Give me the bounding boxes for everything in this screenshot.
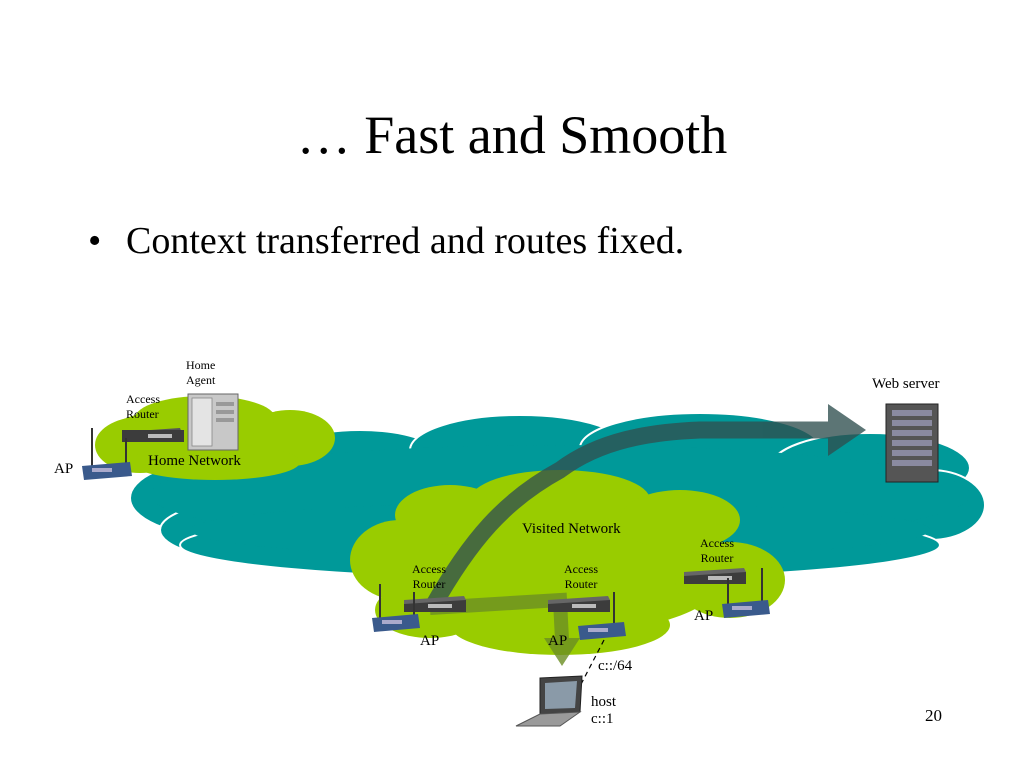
page-number: 20 <box>925 706 942 725</box>
home-network-label: Home Network <box>148 453 241 469</box>
home-router-label-line1: Access <box>126 392 160 406</box>
router-right-label-line2: Router <box>700 551 734 565</box>
ap-mid-icon <box>578 592 626 640</box>
visited-router-mid-icon <box>548 596 610 612</box>
home-agent-label: Home Agent <box>186 358 215 388</box>
ap-left-label: AP <box>420 633 440 649</box>
host-label: host c::1 <box>591 694 616 728</box>
home-router-icon <box>122 428 184 442</box>
router-left-label-line1: Access <box>412 562 446 576</box>
home-router-label-line2: Router <box>126 407 159 421</box>
web-server-label: Web server <box>872 376 940 392</box>
bullet-text: Context transferred and routes fixed. <box>126 220 685 262</box>
router-mid-label-line2: Router <box>564 577 598 591</box>
host-label-line2: c::1 <box>591 711 614 727</box>
route-arrow <box>424 404 866 613</box>
slide-title: … Fast and Smooth <box>296 105 728 165</box>
router-left-label-line2: Router <box>412 577 446 591</box>
wireless-link <box>577 639 605 691</box>
bullet-marker: • <box>88 220 102 262</box>
prefix-label: c::/64 <box>598 658 633 674</box>
router-mid-label-line1: Access <box>564 562 598 576</box>
host-label-line1: host <box>591 694 617 710</box>
router-right-label-line1: Access <box>700 536 734 550</box>
home-ap-label: AP <box>54 461 74 477</box>
ap-mid-label: AP <box>548 633 568 649</box>
web-server-icon <box>885 403 939 483</box>
router-right-label: Access Router <box>700 536 734 566</box>
ap-right-icon <box>722 568 770 618</box>
visited-network-label: Visited Network <box>522 521 621 537</box>
ap-right-label: AP <box>694 608 714 624</box>
home-ap-icon <box>82 428 132 480</box>
home-router-label: Access Router <box>126 392 160 422</box>
home-agent-label-line2: Agent <box>186 373 216 387</box>
ap-left-icon <box>372 584 420 632</box>
home-agent-server-icon <box>187 393 239 451</box>
router-mid-label: Access Router <box>564 562 598 592</box>
home-agent-label-line1: Home <box>186 358 216 372</box>
bullet-item: • Context transferred and routes fixed. <box>88 214 684 268</box>
router-left-label: Access Router <box>412 562 446 592</box>
host-laptop-icon <box>515 675 583 727</box>
visited-router-left-icon <box>404 596 466 612</box>
visited-router-right-icon <box>684 568 746 584</box>
